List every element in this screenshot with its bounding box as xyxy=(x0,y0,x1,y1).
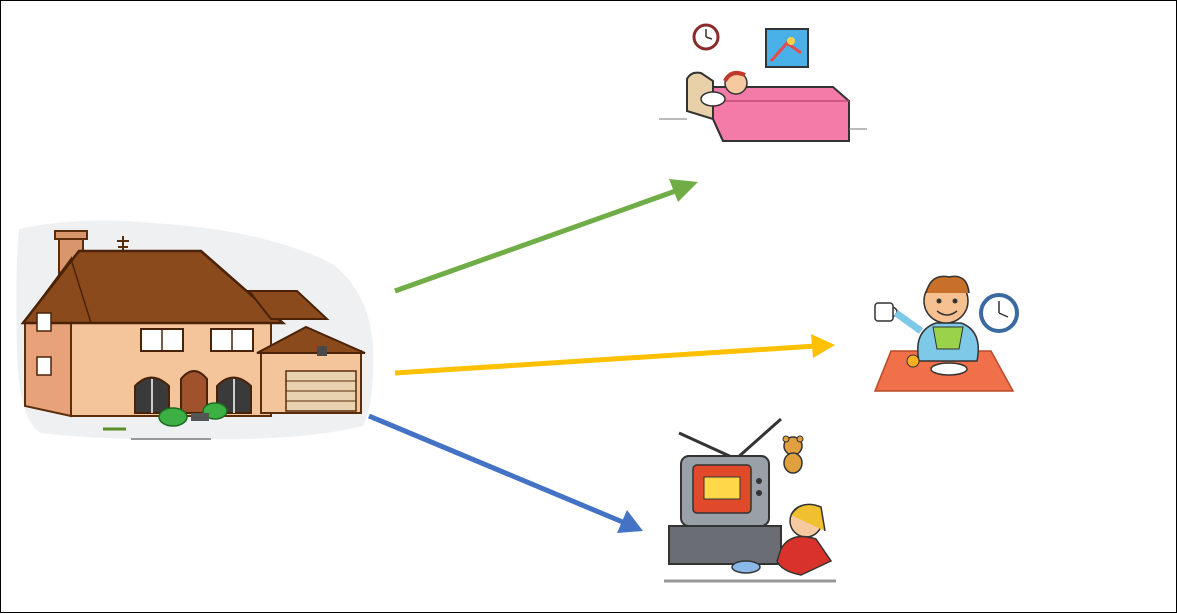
arrow-house-to-breakfast xyxy=(394,334,835,376)
child-sleeping-in-bed-icon xyxy=(659,23,867,142)
child-eating-breakfast-icon xyxy=(873,275,1019,392)
house-icon xyxy=(16,220,374,440)
child-watching-tv-icon xyxy=(664,417,836,583)
arrow-house-to-tv xyxy=(368,413,643,533)
arrow-house-to-bedroom xyxy=(394,179,698,294)
